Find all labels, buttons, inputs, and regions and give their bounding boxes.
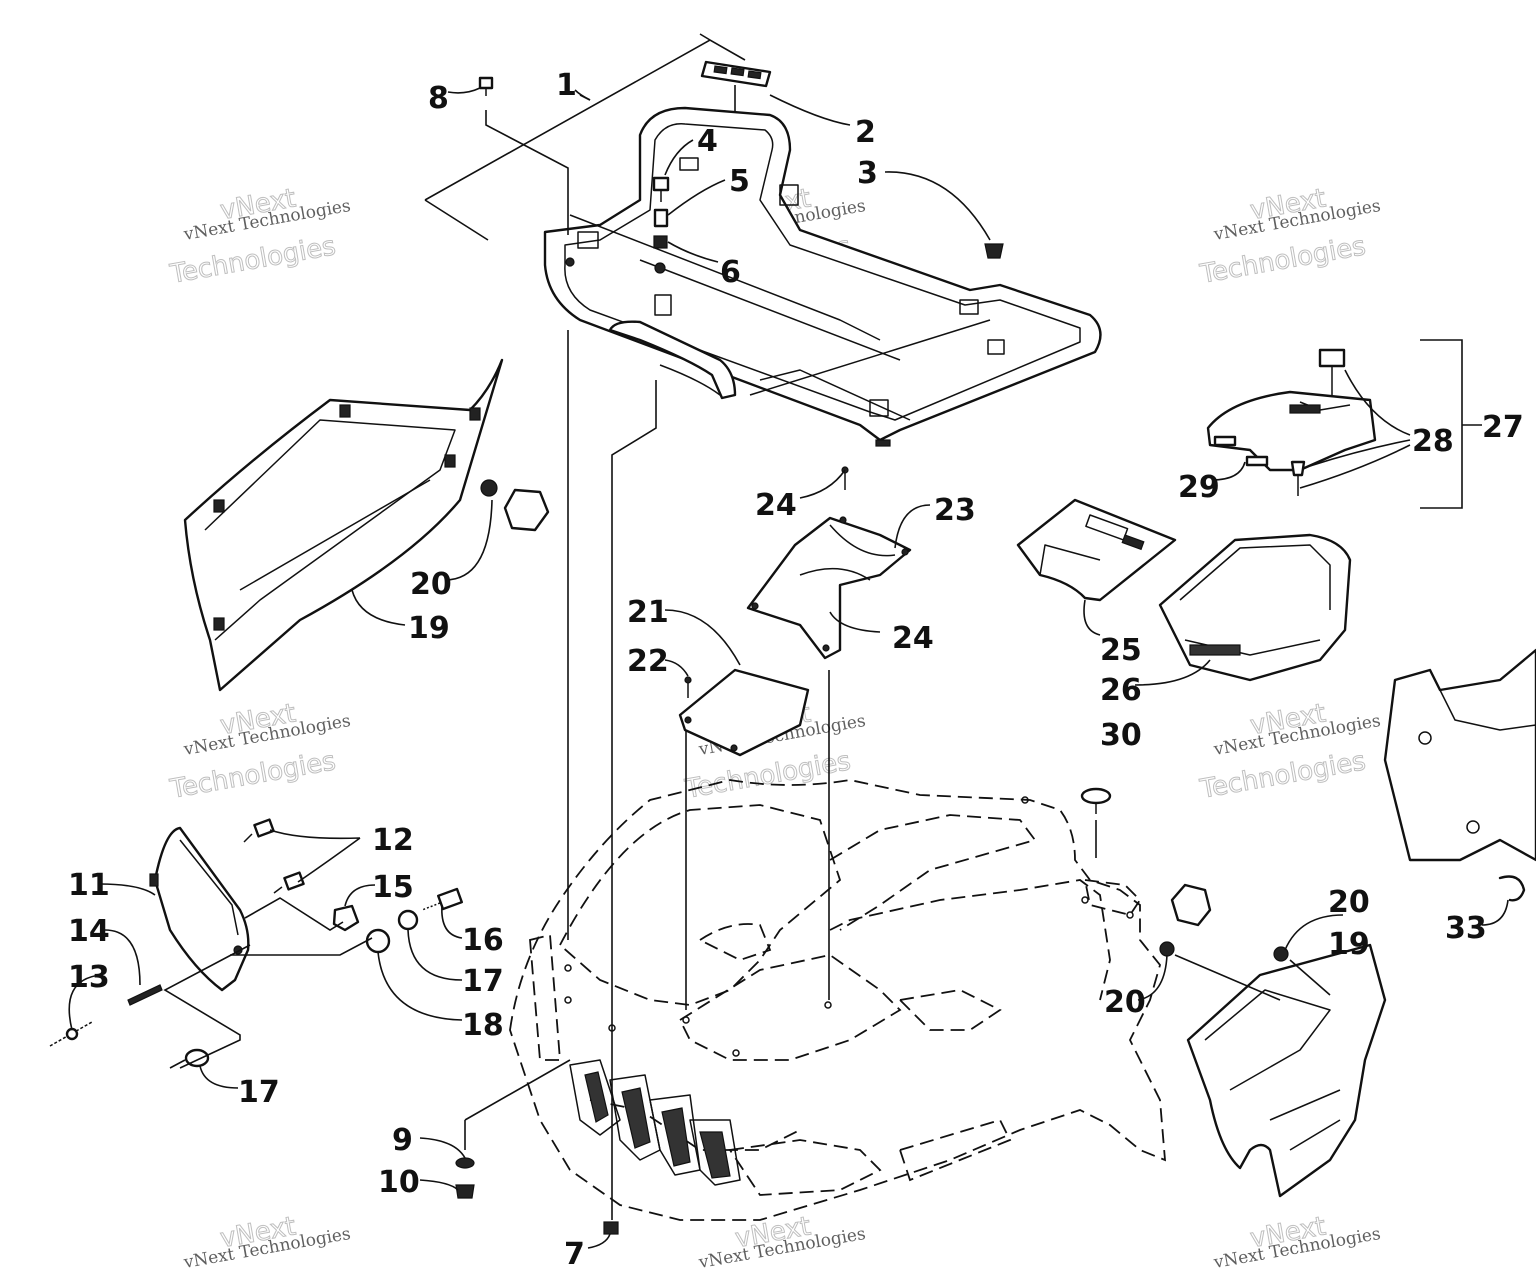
callout-13: 13 [68, 960, 110, 995]
callout-4: 4 [697, 124, 718, 159]
callout-20: 20 [410, 567, 452, 602]
callout-12: 12 [372, 823, 414, 858]
right-fender [1383, 648, 1536, 862]
callout-15: 15 [372, 870, 414, 905]
callout-labels: 1 2 3 4 5 6 7 8 9 10 11 12 13 14 15 16 1… [68, 68, 1524, 1272]
storage-box [1158, 533, 1352, 682]
callout-3: 3 [857, 156, 878, 191]
front-rack [543, 106, 1102, 447]
callout-17: 17 [462, 964, 504, 999]
callout-26: 26 [1100, 673, 1142, 708]
front-body [509, 779, 1167, 1221]
callout-20b: 20 [1328, 885, 1370, 920]
callout-17b: 17 [238, 1075, 280, 1110]
callout-5: 5 [729, 164, 750, 199]
headlight-housing [149, 826, 250, 992]
callout-28: 28 [1412, 424, 1454, 459]
right-side-panel [1186, 943, 1387, 1198]
callout-21: 21 [627, 595, 669, 630]
callout-7: 7 [564, 1237, 585, 1272]
callout-11: 11 [68, 868, 110, 903]
callout-27: 27 [1482, 410, 1524, 445]
callout-19b: 19 [1328, 927, 1370, 962]
access-cover [678, 668, 810, 757]
callout-10: 10 [378, 1165, 420, 1200]
cover-assembly [1206, 348, 1377, 496]
callout-20c: 20 [1104, 985, 1146, 1020]
storage-lid [1016, 498, 1177, 602]
dash-panel [746, 516, 912, 660]
callout-2: 2 [855, 115, 876, 150]
callout-25: 25 [1100, 633, 1142, 668]
callout-9: 9 [392, 1123, 413, 1158]
callout-24: 24 [755, 488, 797, 523]
callout-23: 23 [934, 493, 976, 528]
callout-8: 8 [428, 81, 449, 116]
callout-16: 16 [462, 923, 504, 958]
callout-6: 6 [720, 255, 741, 290]
decal [700, 60, 772, 88]
callout-24b: 24 [892, 621, 934, 656]
leader-lines [68, 33, 1509, 1249]
callout-1: 1 [556, 68, 577, 103]
hardware [49, 76, 1526, 1235]
callout-29: 29 [1178, 470, 1220, 505]
callout-22: 22 [627, 644, 669, 679]
left-side-panel [183, 358, 504, 692]
callout-18: 18 [462, 1008, 504, 1043]
callout-30: 30 [1100, 718, 1142, 753]
callout-33: 33 [1445, 911, 1487, 946]
callout-14: 14 [68, 914, 110, 949]
callout-19: 19 [408, 611, 450, 646]
